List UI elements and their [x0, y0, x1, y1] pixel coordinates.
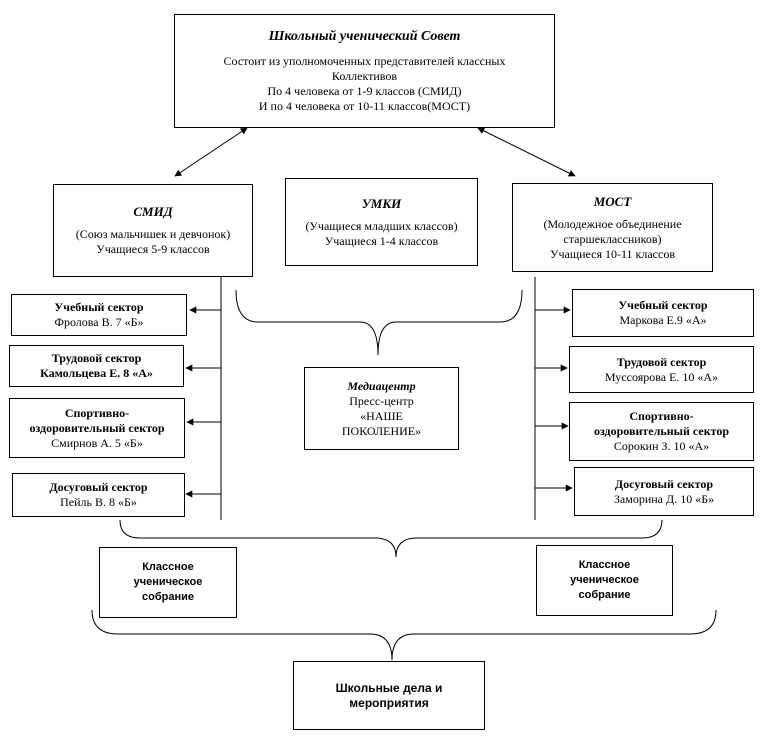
council-desc-line1: Состоит из уполномоченных представителей…: [223, 53, 506, 68]
smid-desc-line2: Учащиеся 5-9 классов: [96, 242, 210, 256]
school-affairs-box: Школьные дела и мероприятия: [293, 661, 485, 730]
left-sector-study: Учебный сектор Фролова В. 7 «Б»: [11, 294, 187, 336]
umki-desc-line2: Учащиеся 1-4 классов: [324, 233, 439, 248]
sector-person: Камольцева Е. 8 «А»: [40, 366, 153, 380]
student-council-box: Школьный ученический Совет Состоит из уп…: [174, 14, 555, 128]
class-meeting-line2: ученическое: [570, 574, 639, 586]
student-council-title: Школьный ученический Совет: [268, 28, 461, 44]
class-meeting-line3: собрание: [578, 589, 631, 601]
media-center-box: Медиацентр Пресс-центр «НАШЕ ПОКОЛЕНИЕ»: [304, 367, 459, 450]
sector-person: Фролова В. 7 «Б»: [54, 315, 144, 329]
media-center-line2: «НАШЕ: [360, 408, 403, 423]
school-affairs-line2: мероприятия: [349, 695, 429, 710]
council-desc-line4: И по 4 человека от 10-11 классов(МОСТ): [258, 98, 471, 113]
right-sector-labor: Трудовой сектор Муссоярова Е. 10 «А»: [569, 346, 754, 393]
sector-person: Пейль В. 8 «Б»: [60, 495, 137, 509]
left-sector-labor: Трудовой сектор Камольцева Е. 8 «А»: [9, 345, 184, 387]
most-desc-line1: (Молодежное объединение: [543, 216, 682, 231]
sector-name-part2: оздоровительный сектор: [593, 424, 730, 438]
smid-box: СМИД (Союз мальчишек и девчонок) Учащиес…: [53, 184, 253, 277]
umki-desc-line1: (Учащиеся младших классов): [305, 218, 458, 233]
top-brace: [235, 289, 523, 356]
sector-name-part2: оздоровительный сектор: [29, 420, 165, 435]
right-sector-sports: Спортивно- оздоровительный сектор Сороки…: [569, 402, 754, 461]
class-meeting-line1: Классное: [142, 561, 194, 573]
right-sector-study: Учебный сектор Маркова Е.9 «А»: [572, 289, 754, 337]
class-meeting-line2: ученическое: [133, 576, 203, 588]
sector-name-part1: Спортивно-: [629, 409, 694, 423]
council-desc-line3: По 4 человека от 1-9 классов (СМИД): [267, 83, 462, 98]
smid-desc-line1: (Союз мальчишек и девчонок): [75, 227, 231, 241]
sector-person: Смирнов А. 5 «Б»: [51, 435, 143, 450]
sector-name: Трудовой сектор: [616, 354, 707, 369]
school-affairs-line1: Школьные дела и: [335, 680, 443, 695]
council-most-arrow: [477, 127, 576, 177]
media-center-title: Медиацентр: [347, 378, 416, 393]
sector-name: Досуговый сектор: [49, 480, 148, 494]
sector-person: Маркова Е.9 «А»: [619, 313, 707, 327]
middle-brace: [119, 519, 663, 558]
most-desc-line3: Учащиеся 10-11 классов: [549, 246, 675, 261]
umki-title: УМКИ: [361, 195, 402, 211]
sector-person: Муссоярова Е. 10 «А»: [604, 369, 719, 384]
media-center-line1: Пресс-центр: [349, 393, 414, 408]
most-box: МОСТ (Молодежное объединение старшекласс…: [512, 183, 713, 272]
sector-name-part1: Спортивно-: [64, 405, 130, 420]
sector-person: Сорокин З. 10 «А»: [613, 439, 710, 453]
umki-box: УМКИ (Учащиеся младших классов) Учащиеся…: [285, 178, 478, 266]
most-title: МОСТ: [593, 193, 632, 209]
sector-name: Трудовой сектор: [51, 351, 142, 365]
media-center-line3: ПОКОЛЕНИЕ»: [341, 423, 422, 438]
council-desc-line2: Коллективов: [331, 68, 398, 83]
smid-title: СМИД: [133, 204, 173, 219]
class-meeting-left-box: Классное ученическое собрание: [99, 547, 237, 618]
right-sector-leisure: Досуговый сектор Заморина Д. 10 «Б»: [574, 467, 754, 516]
council-smid-arrow: [174, 127, 248, 177]
class-meeting-line3: собрание: [142, 591, 194, 603]
bottom-brace: [91, 609, 717, 661]
most-desc-line2: старшеклассников): [563, 231, 662, 246]
sector-name: Учебный сектор: [54, 300, 144, 314]
sector-person: Заморина Д. 10 «Б»: [613, 491, 715, 506]
class-meeting-line1: Классное: [578, 559, 631, 571]
sector-name: Учебный сектор: [618, 298, 708, 312]
left-sector-leisure: Досуговый сектор Пейль В. 8 «Б»: [12, 473, 185, 517]
sector-name: Досуговый сектор: [614, 476, 714, 491]
left-sector-sports: Спортивно- оздоровительный сектор Смирно…: [9, 398, 185, 458]
class-meeting-right-box: Классное ученическое собрание: [536, 545, 673, 616]
